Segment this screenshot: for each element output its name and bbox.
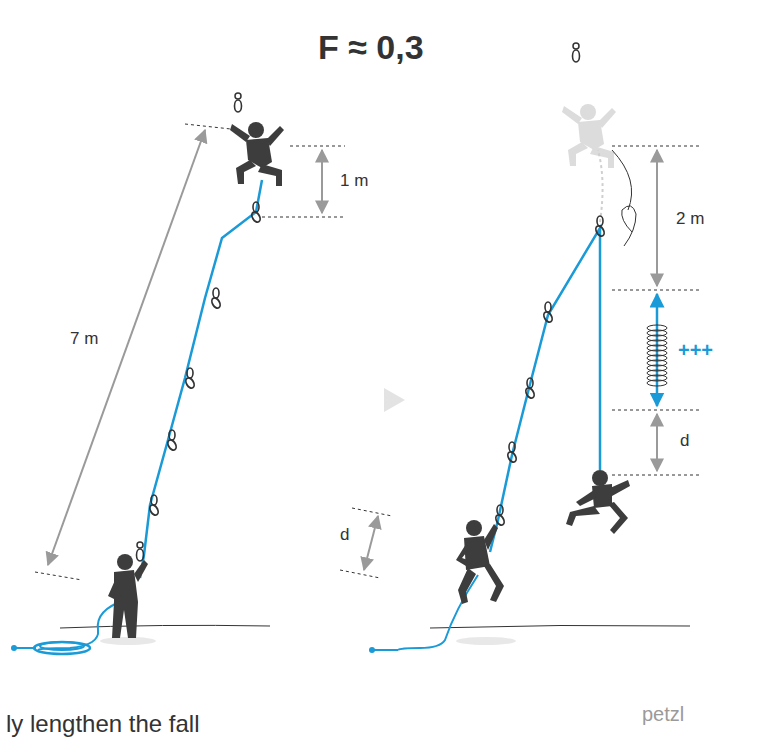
ground-line xyxy=(430,625,690,628)
quickdraw xyxy=(494,505,506,527)
dimension-label: 7 m xyxy=(68,330,100,347)
title: F ≈ 0,3 xyxy=(318,30,424,64)
dimension-label: 2 m xyxy=(674,210,706,227)
bolt xyxy=(137,542,144,561)
quickdraw xyxy=(542,302,554,324)
quickdraw xyxy=(524,378,536,400)
dimension-label: 1 m xyxy=(338,172,370,189)
quickdraw xyxy=(506,442,518,464)
rope xyxy=(490,228,600,552)
shadow xyxy=(100,637,156,645)
dimension-label: d xyxy=(678,432,691,449)
fallen-climber xyxy=(566,470,630,534)
belayer-figure xyxy=(108,554,148,638)
rope xyxy=(140,180,262,578)
dimension-line xyxy=(656,414,658,471)
quickdraw xyxy=(148,495,160,517)
caption-fragment: ly lengthen the fall xyxy=(4,712,201,736)
ground-line xyxy=(60,625,270,628)
lifted-belayer xyxy=(456,520,504,604)
shadow xyxy=(456,637,516,645)
spring-symbol xyxy=(647,325,667,386)
quickdraw xyxy=(166,430,178,452)
watermark: petzl xyxy=(640,704,686,724)
transition-arrow xyxy=(384,388,405,412)
dimension-line xyxy=(48,130,205,565)
dimension-line xyxy=(321,150,323,213)
climber-figure xyxy=(230,122,284,186)
quickdraw xyxy=(184,368,196,390)
stretch-label: +++ xyxy=(676,340,715,360)
dimension-line xyxy=(656,150,658,286)
quickdraw xyxy=(210,288,222,310)
faded-climber xyxy=(562,104,616,168)
bolt xyxy=(573,43,580,62)
dimension-line xyxy=(364,516,378,570)
bolt xyxy=(235,93,242,112)
quickdraw xyxy=(594,216,606,238)
dimension-label: d xyxy=(338,526,351,543)
quickdraw xyxy=(250,202,262,224)
